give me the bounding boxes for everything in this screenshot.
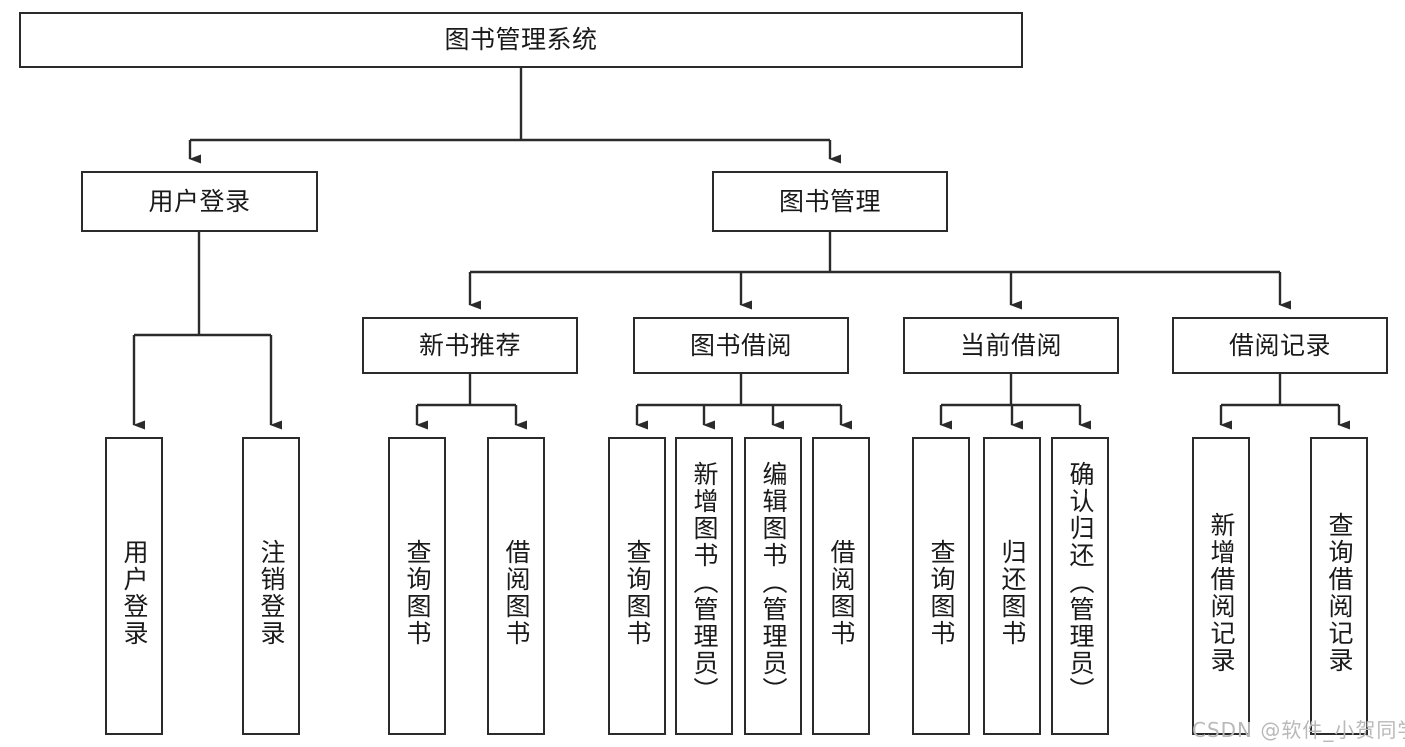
node-leaf-6[interactable]: 新增图书（管理员） [675, 437, 733, 735]
leaf-inner: 编辑图书（管理员） [746, 453, 800, 741]
node-leaf-1[interactable]: 用户登录 [105, 437, 163, 735]
leaf-inner: 归还图书 [985, 453, 1039, 733]
node-label: 图书借阅 [689, 330, 792, 360]
node-leaf-13[interactable]: 查询借阅记录 [1310, 437, 1368, 735]
node-label: 注销登录 [257, 539, 286, 647]
node-leaf-7[interactable]: 编辑图书（管理员） [744, 437, 802, 735]
node-label: 确认归还（管理员） [1066, 461, 1095, 704]
node-level3-4[interactable]: 借阅记录 [1172, 317, 1388, 374]
leaf-inner: 新增图书（管理员） [677, 453, 731, 741]
node-root-system[interactable]: 图书管理系统 [19, 12, 1023, 68]
leaf-inner: 查询图书 [610, 453, 664, 733]
node-label: 新增图书（管理员） [690, 461, 719, 704]
leaf-inner: 查询借阅记录 [1312, 453, 1366, 733]
node-label: 查询图书 [623, 539, 652, 647]
node-leaf-3[interactable]: 查询图书 [388, 437, 446, 735]
node-label: 新书推荐 [418, 330, 521, 360]
node-label: 当前借阅 [959, 330, 1062, 360]
leaf-inner: 借阅图书 [489, 453, 543, 733]
node-leaf-5[interactable]: 查询图书 [608, 437, 666, 735]
leaf-inner: 查询图书 [914, 453, 968, 733]
node-label: 用户登录 [120, 539, 149, 647]
node-label: 用户登录 [148, 186, 251, 216]
node-leaf-9[interactable]: 查询图书 [912, 437, 970, 735]
node-label: 新增借阅记录 [1207, 512, 1236, 674]
node-leaf-8[interactable]: 借阅图书 [812, 437, 870, 735]
node-leaf-4[interactable]: 借阅图书 [487, 437, 545, 735]
node-label: 查询图书 [927, 539, 956, 647]
node-label: 查询借阅记录 [1325, 512, 1354, 674]
node-level2-1[interactable]: 用户登录 [81, 171, 318, 232]
node-label: 归还图书 [998, 539, 1027, 647]
node-label: 借阅图书 [502, 539, 531, 647]
node-leaf-2[interactable]: 注销登录 [242, 437, 300, 735]
node-label: 查询图书 [403, 539, 432, 647]
csdn-watermark: CSDN @软件_小贺同学 [1192, 718, 1405, 742]
node-level3-3[interactable]: 当前借阅 [903, 317, 1119, 374]
leaf-inner: 查询图书 [390, 453, 444, 733]
node-leaf-12[interactable]: 新增借阅记录 [1192, 437, 1250, 735]
leaf-inner: 确认归还（管理员） [1053, 453, 1107, 741]
node-level3-2[interactable]: 图书借阅 [633, 317, 849, 374]
node-label: 编辑图书（管理员） [759, 461, 788, 704]
node-label: 借阅图书 [827, 539, 856, 647]
node-label: 图书管理 [778, 186, 881, 216]
leaf-inner: 借阅图书 [814, 453, 868, 733]
node-leaf-11[interactable]: 确认归还（管理员） [1051, 437, 1109, 735]
node-level3-1[interactable]: 新书推荐 [362, 317, 578, 374]
node-label: 图书管理系统 [444, 25, 598, 55]
node-level2-2[interactable]: 图书管理 [712, 171, 948, 232]
node-leaf-10[interactable]: 归还图书 [983, 437, 1041, 735]
node-label: 借阅记录 [1228, 330, 1331, 360]
leaf-inner: 用户登录 [107, 453, 161, 733]
leaf-inner: 注销登录 [244, 453, 298, 733]
leaf-inner: 新增借阅记录 [1194, 453, 1248, 733]
